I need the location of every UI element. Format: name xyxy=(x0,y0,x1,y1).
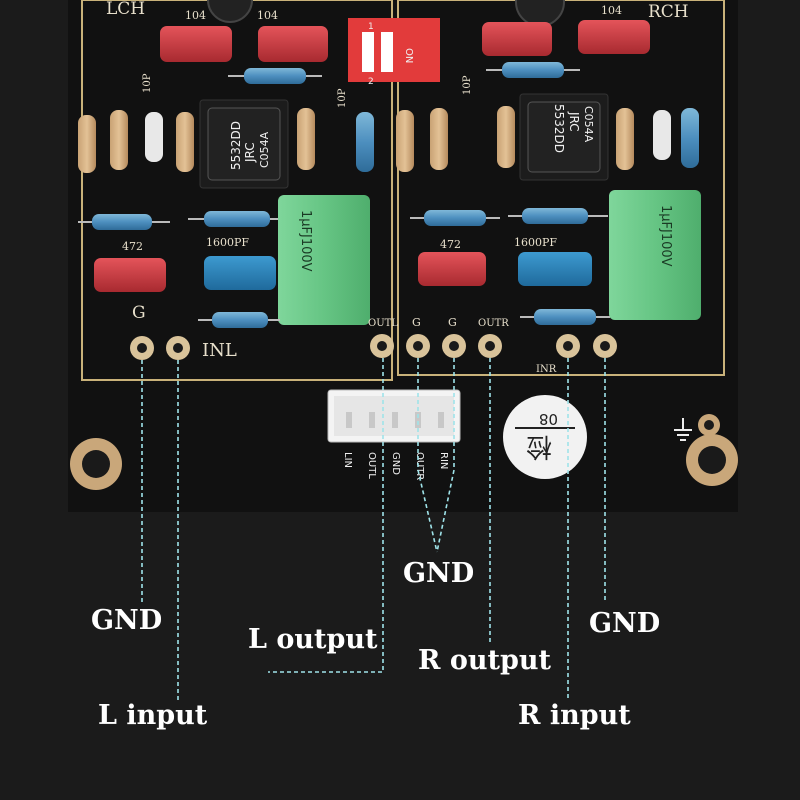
annotation-l-input: L input xyxy=(98,700,208,731)
label-pad-outl: OUTL xyxy=(368,318,398,329)
opamp-left-line1: 5532DD xyxy=(229,121,243,170)
switch-pos1: 1 xyxy=(368,22,374,32)
label-1600-right: 1600PF xyxy=(514,236,557,249)
capacitor-red-104-d xyxy=(578,20,650,54)
annotation-l-output: L output xyxy=(248,624,378,655)
pin-gnd: GND xyxy=(390,452,401,475)
label-pad-outr: OUTR xyxy=(478,318,509,329)
annotation-gnd-center: GND xyxy=(403,558,475,589)
connector-pin-labels: LIN OUTL GND OUTR RIN xyxy=(342,452,449,480)
wire-connector xyxy=(327,389,461,443)
opamp-chip-left: 5532DD JRC C054A xyxy=(199,99,289,189)
opamp-right-line1: 5532DD xyxy=(552,104,566,153)
capacitor-red-104-c xyxy=(482,22,552,56)
film-cap-left-label: 1μFJ100V xyxy=(298,210,313,272)
annotation-r-input: R input xyxy=(518,700,631,731)
mounting-hole-right xyxy=(686,414,738,486)
label-lch: LCH xyxy=(106,0,145,19)
right-channel-outline xyxy=(397,0,725,376)
leader-lines xyxy=(141,358,606,700)
annotation-r-output: R output xyxy=(418,645,551,676)
resistors-vertical-left xyxy=(78,108,374,173)
opamp-chip-right: 5532DD JRC C054A xyxy=(519,93,609,181)
label-pad-g-left: G xyxy=(132,303,146,323)
switch-on-label: ON xyxy=(403,48,414,63)
opamp-left-line2: JRC xyxy=(243,142,257,163)
capacitor-1600-left xyxy=(204,256,276,290)
film-capacitor-left: 1μFJ100V xyxy=(278,195,370,325)
capacitor-472-right xyxy=(418,252,486,286)
sticker-char: 检 xyxy=(526,431,552,461)
ground-symbol-icon xyxy=(674,418,692,441)
pin-outl: OUTL xyxy=(366,452,377,479)
label-pad-g1: G xyxy=(412,316,421,329)
pin-lin: LIN xyxy=(342,452,353,468)
resistors-vertical-right xyxy=(396,106,699,172)
capacitor-1600-right xyxy=(518,252,592,286)
label-10p-c: 10P xyxy=(462,75,473,95)
annotation-gnd-left: GND xyxy=(91,605,163,636)
resistor-row-mid xyxy=(78,208,608,230)
pin-outr: OUTR xyxy=(414,452,425,480)
qc-sticker: 检 08 xyxy=(503,395,587,479)
capacitor-red-104-a xyxy=(160,26,232,62)
label-1600-left: 1600PF xyxy=(206,236,249,249)
label-472-left: 472 xyxy=(122,240,143,253)
label-10p-b: 10P xyxy=(337,88,348,108)
film-capacitor-right: 1μFJ100V xyxy=(609,190,701,320)
label-104-b: 104 xyxy=(257,9,278,22)
film-cap-right-label: 1μFJ100V xyxy=(658,205,673,267)
capacitor-472-left xyxy=(94,258,166,292)
label-104-a: 104 xyxy=(185,9,206,22)
label-104-c: 104 xyxy=(601,4,622,17)
resistor-row-top xyxy=(228,62,580,84)
label-472-right: 472 xyxy=(440,238,461,251)
sticker-num: 08 xyxy=(539,410,558,428)
label-pad-g2: G xyxy=(448,316,457,329)
label-pad-inr: INR xyxy=(536,364,557,375)
mounting-hole-left xyxy=(70,438,122,490)
dip-switch: ON 1 2 xyxy=(348,18,440,87)
opamp-right-line3: C054A xyxy=(582,106,595,143)
pin-rin: RIN xyxy=(438,452,449,469)
label-rch: RCH xyxy=(648,2,689,22)
left-channel-outline xyxy=(81,0,393,381)
annotation-gnd-right: GND xyxy=(589,608,661,639)
capacitor-red-104-b xyxy=(258,26,328,62)
label-pad-inl: INL xyxy=(202,340,237,361)
opamp-right-line2: JRC xyxy=(567,111,581,132)
label-10p-a: 10P xyxy=(142,73,153,93)
switch-pos2: 2 xyxy=(368,77,374,87)
resistor-row-bottom xyxy=(198,309,610,328)
opamp-left-line3: C054A xyxy=(258,131,271,168)
potentiometer-left xyxy=(207,0,253,23)
